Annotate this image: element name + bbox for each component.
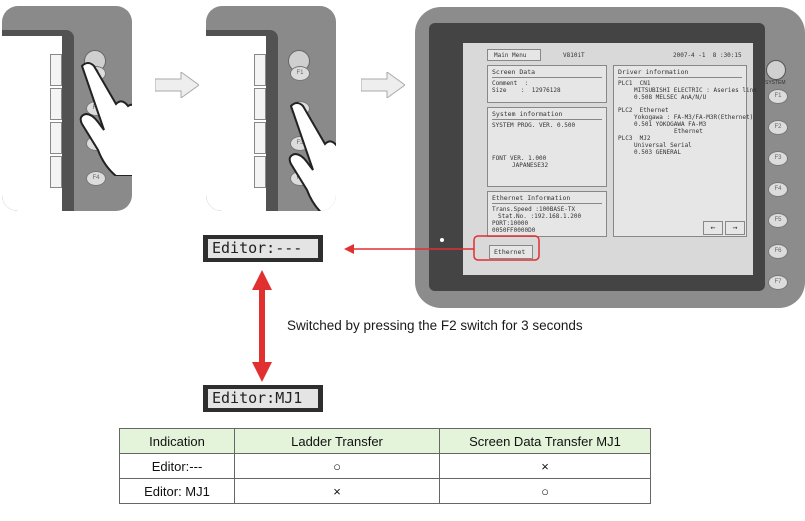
editor-label-top-text: Editor:--- bbox=[208, 239, 318, 258]
hand-icon bbox=[79, 62, 132, 176]
size-line: Size : 12976128 bbox=[492, 87, 561, 94]
ethernet-info-box: Ethernet Information Trans.Speed :100BAS… bbox=[487, 191, 607, 237]
system-info-box: System information SYSTEM PROG. VER. 0.5… bbox=[487, 107, 607, 187]
f3-key[interactable]: F3 bbox=[768, 151, 788, 166]
panel-fragment-1: F1 F2 F3 F4 bbox=[2, 6, 132, 211]
plc1-driver-line: 0.508 MELSEC AnA/N/U bbox=[634, 94, 707, 101]
f5-key[interactable]: F5 bbox=[768, 213, 788, 228]
plc3-type-line: Universal Serial bbox=[634, 142, 692, 149]
prev-page-button[interactable]: ← bbox=[703, 221, 723, 235]
table-cell: × bbox=[439, 453, 651, 479]
editor-label-bottom: Editor:MJ1 bbox=[203, 385, 323, 412]
plc3-line: PLC3 MJ2 bbox=[618, 135, 651, 142]
ethernet-port-line: PORT:10000 bbox=[492, 220, 529, 227]
f4-key[interactable]: F4 bbox=[768, 182, 788, 197]
screen-data-title: Screen Data bbox=[492, 68, 602, 78]
table-cell: Editor: MJ1 bbox=[119, 478, 235, 504]
panel-fragment-2: F1 F2 F3 F4 bbox=[206, 6, 336, 211]
next-page-button[interactable]: → bbox=[725, 221, 745, 235]
toggle-arrow-down-head bbox=[252, 362, 272, 382]
f4-key[interactable]: F4 bbox=[86, 171, 106, 186]
plc2-driver-line: 0.501 YOKOGAWA FA-M3 bbox=[634, 121, 707, 128]
ethernet-speed-line: Trans.Speed :100BASE-TX bbox=[492, 206, 576, 213]
indication-table: Indication Ladder Transfer Screen Data T… bbox=[119, 428, 651, 504]
f2-key[interactable]: F2 bbox=[768, 120, 788, 135]
system-key[interactable] bbox=[766, 60, 786, 80]
switch-caption: Switched by pressing the F2 switch for 3… bbox=[287, 318, 583, 333]
plc1-maker-line: MITSUBISHI ELECTRIC : Aseries link bbox=[634, 87, 757, 94]
driver-info-box: Driver information PLC1 CN1 MITSUBISHI E… bbox=[613, 65, 757, 237]
driver-info-title: Driver information bbox=[618, 68, 742, 78]
f1-key[interactable]: F1 bbox=[290, 66, 310, 81]
table-header-row: Indication Ladder Transfer Screen Data T… bbox=[119, 428, 651, 454]
f6-key[interactable]: F6 bbox=[768, 244, 788, 259]
system-prog-line: SYSTEM PROG. VER. 0.500 bbox=[492, 122, 576, 129]
ethernet-station-line: Stat.No. :192.168.1.200 bbox=[498, 213, 582, 220]
table-cell: ○ bbox=[439, 478, 651, 504]
device-fkeys: F1 F2 F3 F4 F5 F6 F7 bbox=[768, 89, 788, 306]
ethernet-info-title: Ethernet Information bbox=[492, 194, 602, 204]
process-arrow-2 bbox=[361, 72, 405, 98]
screen-data-box: Screen Data Comment : Size : 12976128 bbox=[487, 65, 607, 103]
comment-line: Comment : bbox=[492, 80, 529, 87]
panel-tabs bbox=[50, 54, 62, 204]
status-dot bbox=[440, 238, 444, 242]
plc3-driver-line: 0.503 GENERAL bbox=[634, 149, 681, 156]
table-cell: ○ bbox=[234, 453, 440, 479]
editor-label-top: Editor:--- bbox=[203, 235, 323, 262]
table-cell: Editor:--- bbox=[119, 453, 235, 479]
system-key-label: SYSTEM bbox=[765, 80, 786, 86]
editor-label-bottom-text: Editor:MJ1 bbox=[208, 389, 318, 408]
main-menu-button[interactable]: Main Menu bbox=[487, 49, 541, 61]
ethernet-mac-line: 0050FF0000D0 bbox=[492, 227, 536, 234]
header-ladder-transfer: Ladder Transfer bbox=[234, 428, 440, 454]
font-lang-line: JAPANESE32 bbox=[512, 162, 549, 169]
table-row: Editor: MJ1 × ○ bbox=[119, 478, 651, 504]
panel-tabs bbox=[254, 54, 266, 204]
header-indication: Indication bbox=[119, 428, 235, 454]
f7-key[interactable]: F7 bbox=[768, 275, 788, 290]
device-bezel: Main Menu V810iT 2007-4 -1 8 :30:15 Scre… bbox=[429, 23, 765, 291]
plc1-line: PLC1 CN1 bbox=[618, 80, 651, 87]
plc2-protocol-line: Ethernet bbox=[674, 128, 703, 135]
prev-arrow-icon: ← bbox=[710, 223, 716, 232]
plc2-maker-line: Yokogawa : FA-M3/FA-M3R(Ethernet) bbox=[634, 114, 754, 121]
table-row: Editor:--- ○ × bbox=[119, 453, 651, 479]
next-arrow-icon: → bbox=[732, 223, 738, 232]
model-label: V810iT bbox=[563, 52, 585, 59]
ethernet-button[interactable]: Ethernet bbox=[489, 245, 533, 259]
datetime-label: 2007-4 -1 8 :30:15 bbox=[673, 52, 742, 59]
header-screen-data-transfer: Screen Data Transfer MJ1 bbox=[439, 428, 651, 454]
font-ver-line: FONT VER. 1.000 bbox=[492, 155, 547, 162]
table-cell: × bbox=[234, 478, 440, 504]
plc2-line: PLC2 Ethernet bbox=[618, 107, 669, 114]
main-menu-label: Main Menu bbox=[494, 52, 527, 59]
hand-icon bbox=[288, 102, 336, 211]
ethernet-button-label: Ethernet bbox=[494, 248, 526, 256]
lcd-screen: Main Menu V810iT 2007-4 -1 8 :30:15 Scre… bbox=[463, 43, 757, 275]
highlight-arrowhead bbox=[344, 244, 354, 254]
touch-panel-device: Main Menu V810iT 2007-4 -1 8 :30:15 Scre… bbox=[415, 7, 805, 308]
f1-key[interactable]: F1 bbox=[768, 89, 788, 104]
system-info-title: System information bbox=[492, 110, 602, 120]
toggle-arrow-up-head bbox=[252, 270, 272, 290]
process-arrow-1 bbox=[155, 72, 199, 98]
